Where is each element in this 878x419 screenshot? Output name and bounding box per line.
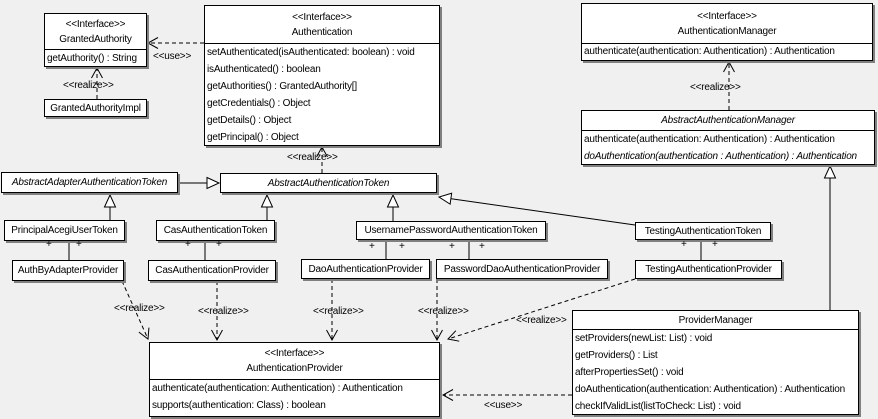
class-header: AbstractAuthenticationManager <box>582 111 874 131</box>
class-principal-acegi-user-token[interactable]: PrincipalAcegiUserToken <box>4 220 125 241</box>
association-multiplicity: + <box>681 239 687 250</box>
method-compartment: authenticate(authentication: Authenticat… <box>582 44 872 60</box>
class-name: AuthenticationProvider <box>246 363 343 374</box>
class-granted-authority[interactable]: <<Interface>> GrantedAuthority getAuthor… <box>44 13 147 67</box>
class-name: Authentication <box>291 26 353 38</box>
edge-realize-testingauthenticationprovider <box>447 278 636 342</box>
association-multiplicity: + <box>185 239 191 250</box>
class-auth-by-adapter-provider[interactable]: AuthByAdapterProvider <box>12 260 124 281</box>
association-multiplicity: + <box>479 241 485 252</box>
method: getAuthority() : String <box>47 53 137 64</box>
method-compartment: authenticate(authentication: Authenticat… <box>582 131 874 165</box>
class-cas-authentication-token[interactable]: CasAuthenticationToken <box>156 220 275 241</box>
class-testing-authentication-token[interactable]: TestingAuthenticationToken <box>635 222 771 240</box>
stereotype-label: <<Interface>> <box>264 348 325 359</box>
stereotype-label: <<Interface>> <box>697 10 757 22</box>
method: getCredentials() : Object <box>207 98 311 109</box>
method: getProviders() : List <box>575 350 658 361</box>
method: getAuthorities() : GrantedAuthority[] <box>207 81 357 92</box>
class-name: GrantedAuthorityImpl <box>50 102 141 114</box>
class-name: TestingAuthenticationToken <box>644 225 762 237</box>
label-realize-passworddaoprovider: <<realize>> <box>418 306 469 317</box>
method: setAuthenticated(isAuthenticated: boolea… <box>207 47 415 58</box>
class-abstract-authentication-manager[interactable]: AbstractAuthenticationManager authentica… <box>581 110 875 165</box>
method: authenticate(authentication: Authenticat… <box>584 134 835 145</box>
label-realize-casauthenticationprovider: <<realize>> <box>198 306 249 317</box>
class-authentication[interactable]: <<Interface>> Authentication setAuthenti… <box>204 5 440 146</box>
class-name: AbstractAuthenticationToken <box>267 177 390 189</box>
class-name: CasAuthenticationProvider <box>155 265 269 276</box>
class-name: AbstractAuthenticationManager <box>661 115 795 126</box>
edge-realize-authbyadapterprovider <box>121 280 150 340</box>
label-use-providermanager-authenticationprovider: <<use>> <box>484 400 523 411</box>
class-name: PasswordDaoAuthenticationProvider <box>443 263 601 275</box>
association-multiplicity: + <box>399 241 405 252</box>
class-password-dao-authentication-provider[interactable]: PasswordDaoAuthenticationProvider <box>436 259 608 279</box>
method-compartment: setAuthenticated(isAuthenticated: boolea… <box>205 44 439 146</box>
method-compartment: setProviders(newList: List) : void getPr… <box>573 330 858 415</box>
class-authentication-provider[interactable]: <<Interface>> AuthenticationProvider aut… <box>149 342 440 417</box>
edge-generalization-testingauthenticationtoken <box>437 192 636 226</box>
class-name: ProviderManager <box>678 314 753 326</box>
association-multiplicity: + <box>76 239 82 250</box>
method: isAuthenticated() : boolean <box>207 64 321 75</box>
label-realize-daoauthenticationprovider: <<realize>> <box>313 306 364 317</box>
class-header: <<Interface>> GrantedAuthority <box>45 14 146 50</box>
class-authentication-manager[interactable]: <<Interface>> AuthenticationManager auth… <box>581 3 873 61</box>
class-name: TestingAuthenticationProvider <box>645 264 772 275</box>
class-testing-authentication-provider[interactable]: TestingAuthenticationProvider <box>635 260 782 279</box>
label-use-authentication-grantedauthority: <<use>> <box>153 51 192 62</box>
method: doAuthentication(authentication : Authen… <box>584 151 857 162</box>
class-name: AuthenticationManager <box>677 25 777 37</box>
class-name: PrincipalAcegiUserToken <box>11 225 118 236</box>
label-realize-abstractauthenticationmanager: <<realize>> <box>690 82 741 93</box>
method: getDetails() : Object <box>207 115 292 126</box>
method: getPrincipal() : Object <box>207 132 299 143</box>
label-realize-abstractauthenticationtoken: <<realize>> <box>287 152 338 163</box>
label-realize-testingauthenticationprovider: <<realize>> <box>516 315 567 326</box>
class-name: UsernamePasswordAuthenticationToken <box>364 225 538 236</box>
association-multiplicity: + <box>216 239 222 250</box>
method: supports(authentication: Class) : boolea… <box>152 400 326 411</box>
method-compartment: getAuthority() : String <box>45 50 146 67</box>
class-name: AuthByAdapterProvider <box>17 265 119 276</box>
class-header: ProviderManager <box>573 311 858 330</box>
class-header: <<Interface>> AuthenticationManager <box>582 4 872 44</box>
class-username-password-authentication-token[interactable]: UsernamePasswordAuthenticationToken <box>356 221 546 240</box>
class-abstract-adapter-authentication-token[interactable]: AbstractAdapterAuthenticationToken <box>1 172 178 193</box>
label-realize-authbyadapterprovider: <<realize>> <box>114 303 165 314</box>
association-multiplicity: + <box>369 241 375 252</box>
label-realize-grantedauthorityimpl: <<realize>> <box>63 80 114 91</box>
class-dao-authentication-provider[interactable]: DaoAuthenticationProvider <box>301 259 430 279</box>
method: doAuthentication(authentication: Authent… <box>575 384 845 395</box>
association-multiplicity: + <box>46 239 52 250</box>
class-name: AbstractAdapterAuthenticationToken <box>11 177 168 188</box>
method: authenticate(authentication: Authenticat… <box>584 46 835 57</box>
method-compartment: authenticate(authentication: Authenticat… <box>150 380 439 414</box>
class-provider-manager[interactable]: ProviderManager setProviders(newList: Li… <box>572 310 859 415</box>
class-name: GrantedAuthority <box>59 33 132 45</box>
stereotype-label: <<Interface>> <box>65 18 126 30</box>
association-multiplicity: + <box>712 239 718 250</box>
class-name: DaoAuthenticationProvider <box>308 263 423 275</box>
class-header: <<Interface>> Authentication <box>205 6 439 44</box>
class-cas-authentication-provider[interactable]: CasAuthenticationProvider <box>148 260 276 281</box>
stereotype-label: <<Interface>> <box>292 11 352 23</box>
method: authenticate(authentication: Authenticat… <box>152 383 403 394</box>
class-granted-authority-impl[interactable]: GrantedAuthorityImpl <box>44 99 147 117</box>
class-name: CasAuthenticationToken <box>163 225 268 236</box>
class-header: <<Interface>> AuthenticationProvider <box>150 343 439 380</box>
method: checkIfValidList(listToCheck: List) : vo… <box>575 401 741 412</box>
association-multiplicity: + <box>449 241 455 252</box>
method: afterPropertiesSet() : void <box>575 367 684 378</box>
class-abstract-authentication-token[interactable]: AbstractAuthenticationToken <box>220 173 437 193</box>
method: setProviders(newList: List) : void <box>575 333 713 344</box>
